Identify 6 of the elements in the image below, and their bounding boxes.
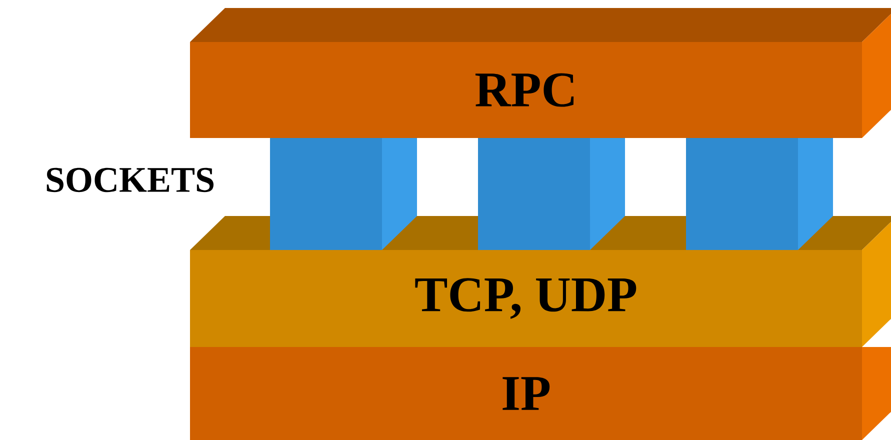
socket-block — [270, 138, 417, 250]
side-label: SOCKETS — [46, 168, 214, 192]
socket-block — [686, 138, 833, 250]
layer-slab: IP — [190, 347, 891, 440]
layer-slab: RPC — [190, 8, 891, 138]
socket-block — [478, 138, 625, 250]
